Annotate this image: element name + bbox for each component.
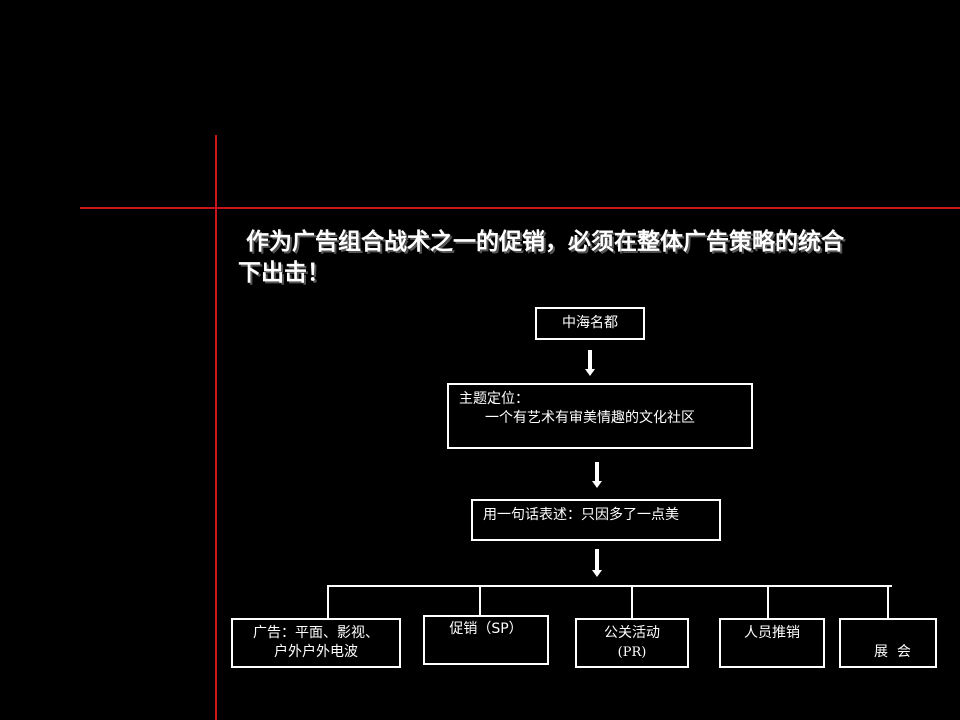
headline-line-1: 作为广告组合战术之一的促销，必须在整体广告策略的统合	[246, 228, 844, 255]
node-positioning: 主题定位： 一个有艺术有审美情趣的文化社区	[447, 383, 753, 449]
node-root: 中海名都	[535, 307, 645, 340]
node-public-relations: 公关活动 (PR)	[575, 618, 689, 668]
arrow-positioning-to-slogan	[592, 462, 602, 488]
node-advertising-line-1: 广告：平面、影视、	[253, 625, 379, 641]
slide-headline: 作为广告组合战术之一的促销，必须在整体广告策略的统合 下出击！	[238, 226, 960, 288]
node-slogan-label: 用一句话表述：只因多了一点美	[483, 507, 679, 523]
node-pr-line-2: (PR)	[617, 645, 647, 660]
node-positioning-text: 一个有艺术有审美情趣的文化社区	[485, 410, 695, 426]
node-advertising: 广告：平面、影视、 户外户外电波	[231, 618, 401, 668]
headline-line-2: 下出击！	[238, 259, 330, 286]
branch-stem-pr	[631, 585, 633, 619]
red-horizontal-rule	[80, 207, 960, 209]
node-positioning-label: 主题定位：	[459, 391, 529, 407]
red-vertical-rule	[215, 135, 217, 720]
branch-stem-ad	[327, 585, 329, 619]
arrow-slogan-to-branches	[592, 549, 602, 577]
node-pr-line-1: 公关活动	[604, 625, 660, 641]
node-advertising-line-2: 户外户外电波	[274, 644, 358, 660]
node-personal-selling: 人员推销	[719, 618, 825, 668]
node-exhibition: 展 会	[839, 618, 937, 668]
node-exhibition-label: 展 会	[874, 644, 911, 660]
node-slogan: 用一句话表述：只因多了一点美	[471, 499, 721, 541]
branch-stem-promo	[479, 585, 481, 616]
node-promotion-label: 促销（SP）	[449, 621, 523, 637]
node-root-label: 中海名都	[562, 315, 618, 331]
branch-stem-expo	[887, 585, 889, 619]
node-promotion: 促销（SP）	[423, 615, 549, 665]
node-sales-label: 人员推销	[744, 625, 800, 641]
branch-bar	[327, 585, 892, 587]
branch-stem-sales	[767, 585, 769, 619]
arrow-root-to-positioning	[585, 350, 595, 376]
